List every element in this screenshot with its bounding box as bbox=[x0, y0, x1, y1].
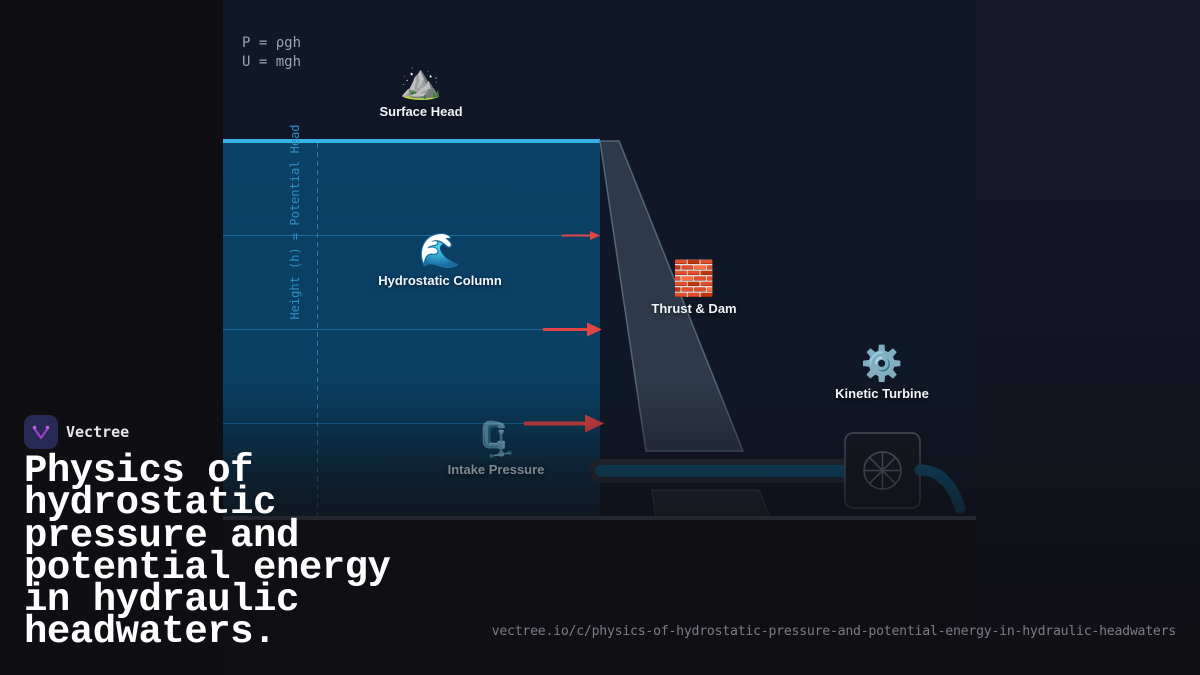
diagram-floor bbox=[223, 516, 976, 520]
background-right bbox=[976, 0, 1200, 675]
node-label: Kinetic Turbine bbox=[835, 386, 929, 401]
node-thrust-dam: 🧱 Thrust & Dam bbox=[651, 259, 736, 316]
formula-potential-energy: U = mgh bbox=[242, 54, 302, 70]
node-kinetic-turbine: ⚙️ Kinetic Turbine bbox=[835, 344, 929, 401]
node-label: Surface Head bbox=[379, 104, 463, 119]
page-url[interactable]: vectree.io/c/physics-of-hydrostatic-pres… bbox=[491, 624, 1177, 639]
node-intake-pressure: 🗜️ Intake Pressure bbox=[448, 420, 545, 477]
diagram-canvas bbox=[223, 139, 966, 520]
vectree-logo-icon bbox=[24, 415, 58, 449]
mountain-icon: ⛰️ bbox=[399, 62, 443, 102]
node-label: Thrust & Dam bbox=[651, 301, 737, 316]
node-label: Hydrostatic Column bbox=[378, 273, 502, 288]
brand[interactable]: Vectree bbox=[24, 415, 129, 449]
height-axis-label: Height (h) = Potential Head bbox=[288, 124, 302, 320]
water-surface-line bbox=[223, 139, 600, 143]
formula-pressure: P = ρgh bbox=[242, 35, 302, 51]
outflow-pipe bbox=[914, 464, 966, 514]
wave-icon: 🌊 bbox=[418, 231, 462, 271]
page-title: Physics of hydrostatic pressure and pote… bbox=[24, 449, 391, 655]
turbine-wheel-icon bbox=[863, 451, 902, 490]
node-hydrostatic-column: 🌊 Hydrostatic Column bbox=[378, 231, 502, 288]
penstock-pipe-flow bbox=[595, 465, 859, 477]
background-left bbox=[0, 0, 223, 675]
clamp-icon: 🗜️ bbox=[474, 420, 518, 460]
brand-name: Vectree bbox=[66, 423, 130, 441]
node-label: Intake Pressure bbox=[447, 462, 545, 477]
brick-icon: 🧱 bbox=[672, 259, 716, 299]
gear-icon: ⚙️ bbox=[860, 344, 904, 384]
pressure-arrow-medium bbox=[543, 322, 602, 337]
diagram-panel bbox=[223, 0, 976, 520]
node-surface-head: ⛰️ Surface Head bbox=[379, 62, 462, 119]
pressure-arrow-small bbox=[562, 231, 600, 240]
